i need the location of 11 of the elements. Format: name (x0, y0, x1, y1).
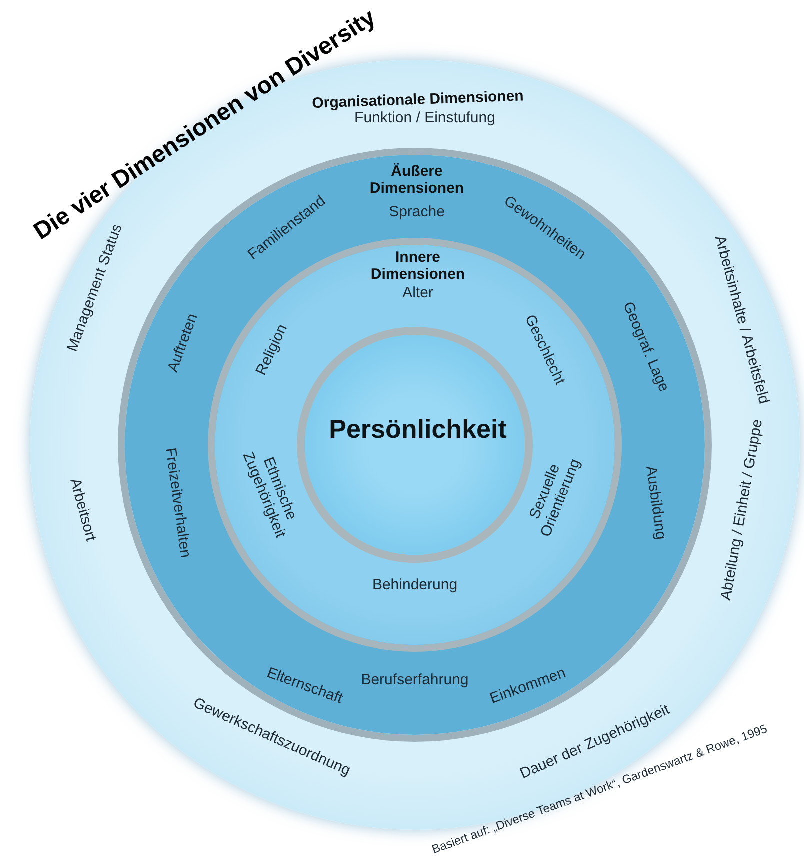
dimension-label: Berufserfahrung (361, 671, 469, 689)
dimension-label: Freizeitverhalten (162, 446, 194, 560)
dimension-label: Arbeitsort (66, 476, 100, 544)
dimension-label: Alter (402, 284, 434, 302)
center-label: Persönlichkeit (329, 415, 507, 445)
dimension-label: Sprache (389, 203, 445, 221)
dimension-label: Abteilung / Einheit / Gruppe (718, 418, 766, 602)
ring-heading: Innere Dimensionen (370, 248, 466, 284)
ring-heading: Äußere Dimensionen (368, 162, 466, 198)
dimension-label: Behinderung (372, 576, 458, 594)
dimension-label: Ausbildung (642, 465, 670, 541)
